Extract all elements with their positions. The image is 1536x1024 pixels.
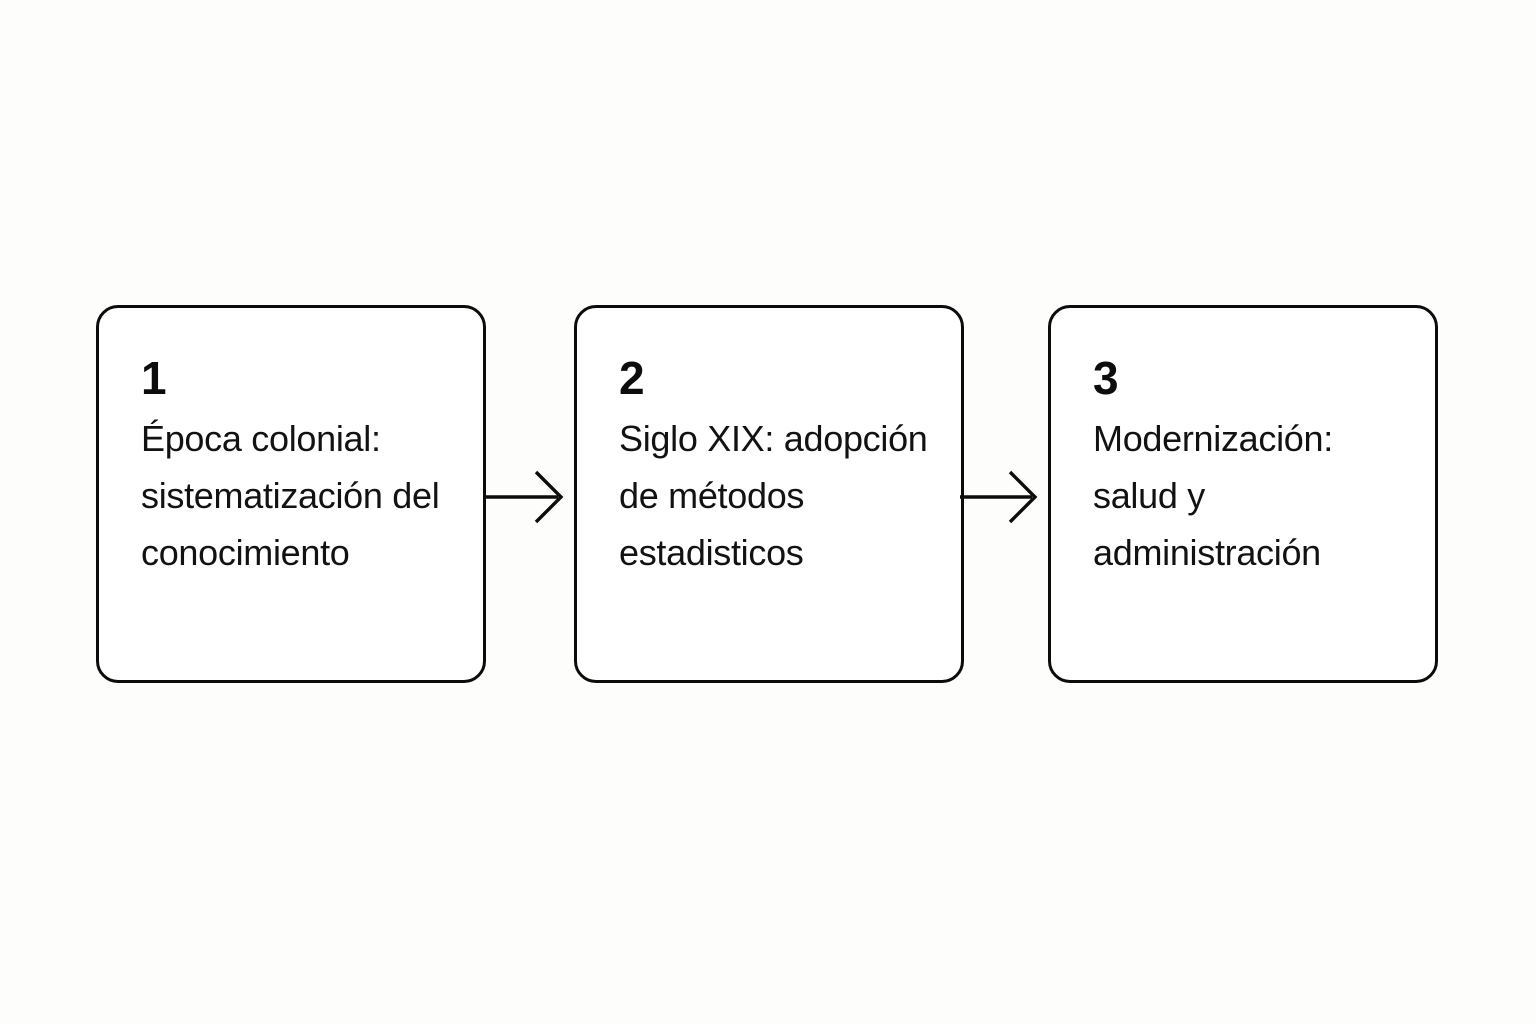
- step-number-3: 3: [1093, 352, 1119, 404]
- arrow-right-icon: [960, 470, 1038, 524]
- step-label-2: Siglo XIX: adopción de métodos estadisti…: [619, 418, 928, 573]
- arrow-right-icon: [486, 470, 564, 524]
- connector-arrow-1-to-2: [486, 462, 574, 532]
- step-number-2: 2: [619, 352, 645, 404]
- connector-arrow-2-to-3: [960, 462, 1048, 532]
- process-step-1[interactable]: 1 Época colonial: sistematización del co…: [96, 305, 486, 683]
- process-step-2[interactable]: 2 Siglo XIX: adopción de métodos estadis…: [574, 305, 964, 683]
- step-label-3: Modernización: salud y administración: [1093, 418, 1333, 573]
- step-number-1: 1: [141, 352, 167, 404]
- process-step-3[interactable]: 3 Modernización: salud y administración: [1048, 305, 1438, 683]
- step-label-1: Época colonial: sistematización del cono…: [141, 418, 440, 573]
